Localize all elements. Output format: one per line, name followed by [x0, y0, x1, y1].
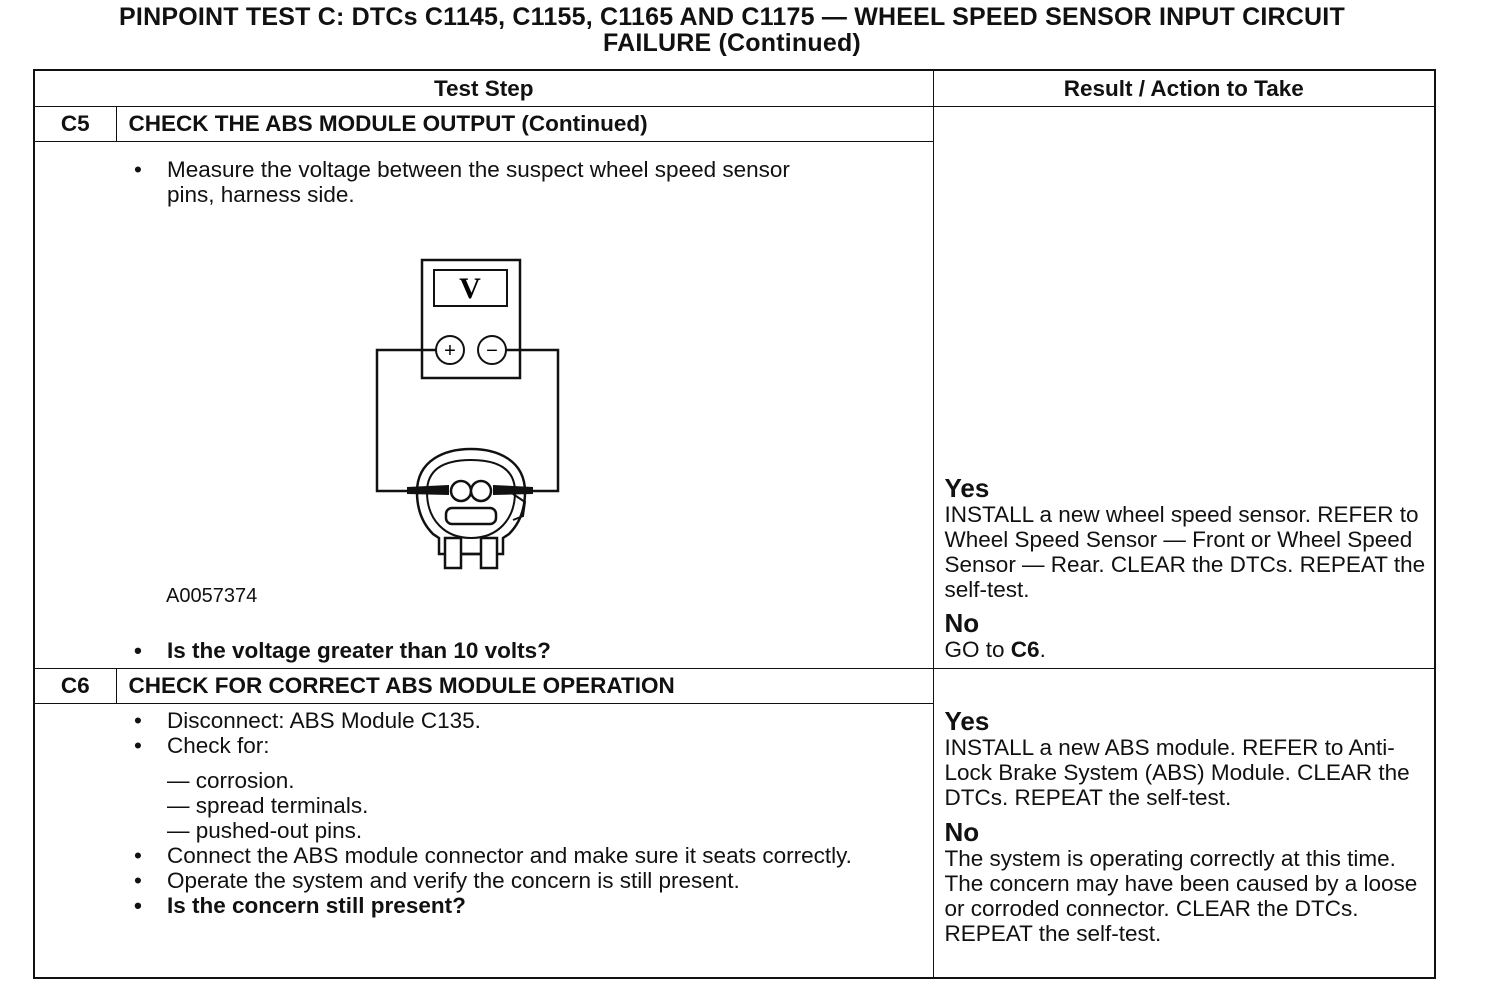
step-heading-c6: CHECK FOR CORRECT ABS MODULE OPERATION: [115, 668, 934, 704]
voltmeter-display: [433, 269, 508, 307]
c5-bullet-measure-text: Measure the voltage between the suspect …: [167, 157, 790, 207]
negative-terminal-label: −: [486, 340, 498, 362]
negative-test-lead: [506, 348, 560, 493]
result-yes-text-c6: INSTALL a new ABS module. REFER to Anti-…: [944, 735, 1410, 810]
step-c6-body-row: • Disconnect: ABS Module C135. • Check for…: [33, 703, 1435, 979]
result-no-prefix-c5: GO to: [944, 637, 1011, 662]
c6-check-pushed-out-pins: — pushed-out pins.: [167, 818, 363, 843]
c5-bullet-measure: • Measure the voltage between the suspect…: [35, 157, 835, 207]
result-no-label-c6: No: [944, 817, 980, 847]
result-no-target-c5: C6: [1010, 637, 1040, 662]
header-row: Test Step Result / Action to Take: [33, 69, 1436, 107]
pinpoint-test-table: Test Step Result / Action to Take C5 CHE…: [33, 69, 1437, 979]
c6-bullet-check: • Check for:: [35, 733, 835, 758]
result-no-suffix-c5: .: [1039, 637, 1046, 662]
column-header-result: Result / Action to Take: [932, 69, 1436, 107]
c6-bullet-check-text: Check for:: [167, 733, 270, 758]
c5-question-text: Is the voltage greater than 10 volts?: [167, 638, 551, 663]
c6-bullet-connect-text: Connect the ABS module connector and mak…: [167, 843, 852, 868]
result-no-label-c5: No: [944, 608, 980, 638]
column-header-test-step: Test Step: [33, 69, 934, 107]
title-line-1: PINPOINT TEST C: DTCs C1145, C1155, C116…: [119, 3, 1345, 31]
step-body-c5: • Measure the voltage between the suspect…: [33, 141, 934, 669]
result-cell-c6: Yes INSTALL a new ABS module. REFER to A…: [932, 668, 1436, 979]
step-c5-heading-row: C5 CHECK THE ABS MODULE OUTPUT (Continue…: [33, 106, 1436, 669]
page-title: PINPOINT TEST C: DTCs C1145, C1155, C116…: [0, 4, 1464, 56]
voltmeter-label: V: [459, 272, 481, 305]
result-no-text-c5: GO to C6.: [945, 637, 1427, 662]
c6-bullet-connect: • Connect the ABS module connector and ma…: [35, 843, 852, 868]
step-id-c5: C5: [33, 106, 117, 142]
bullet-dot: •: [134, 893, 142, 918]
result-no-text-c6: The system is operating correctly at thi…: [944, 846, 1418, 946]
figure-id: A0057374: [166, 585, 258, 607]
wheel-speed-sensor-connector-icon: [407, 447, 533, 570]
bullet-dot: •: [134, 733, 142, 758]
title-line-2: FAILURE (Continued): [603, 29, 861, 57]
step-c5-body-row: • Measure the voltage between the suspect…: [33, 141, 1435, 669]
bullet-dot: •: [134, 868, 142, 893]
c6-bullet-operate: • Operate the system and verify the conce…: [35, 868, 835, 893]
bullet-dot: •: [134, 843, 142, 868]
result-yes-text-c5: INSTALL a new wheel speed sensor. REFER …: [944, 502, 1426, 602]
c6-check-list: — corrosion. — spread terminals. — pushe…: [35, 768, 933, 843]
c6-question-text: Is the concern still present?: [167, 893, 466, 918]
step-id-c6: C6: [33, 668, 117, 704]
c6-bullet-operate-text: Operate the system and verify the concer…: [167, 868, 740, 893]
positive-test-lead: [375, 348, 436, 493]
bullet-dot: •: [134, 638, 142, 663]
c6-bullet-question: • Is the concern still present?: [35, 893, 835, 918]
positive-terminal-label: +: [444, 340, 456, 362]
bullet-dot: •: [134, 708, 142, 733]
c6-check-corrosion: — corrosion.: [167, 768, 295, 793]
c6-bullet-disconnect-text: Disconnect: ABS Module C135.: [167, 708, 481, 733]
step-body-c6: • Disconnect: ABS Module C135. • Check for…: [33, 703, 934, 979]
result-cell-c5: Yes INSTALL a new wheel speed sensor. RE…: [932, 106, 1436, 669]
result-yes-label-c5: Yes: [944, 473, 990, 503]
c6-check-spread-terminals: — spread terminals.: [167, 793, 369, 818]
c6-bullet-disconnect: • Disconnect: ABS Module C135.: [35, 708, 835, 733]
step-heading-c5: CHECK THE ABS MODULE OUTPUT (Continued): [115, 106, 934, 142]
result-yes-label-c6: Yes: [944, 706, 990, 736]
voltmeter-connector-diagram: V + −: [375, 258, 560, 570]
c5-bullet-question: • Is the voltage greater than 10 volts?: [35, 638, 835, 663]
bullet-dot: •: [134, 157, 142, 182]
step-c6-heading-row: C6 CHECK FOR CORRECT ABS MODULE OPERATIO…: [33, 668, 1436, 979]
